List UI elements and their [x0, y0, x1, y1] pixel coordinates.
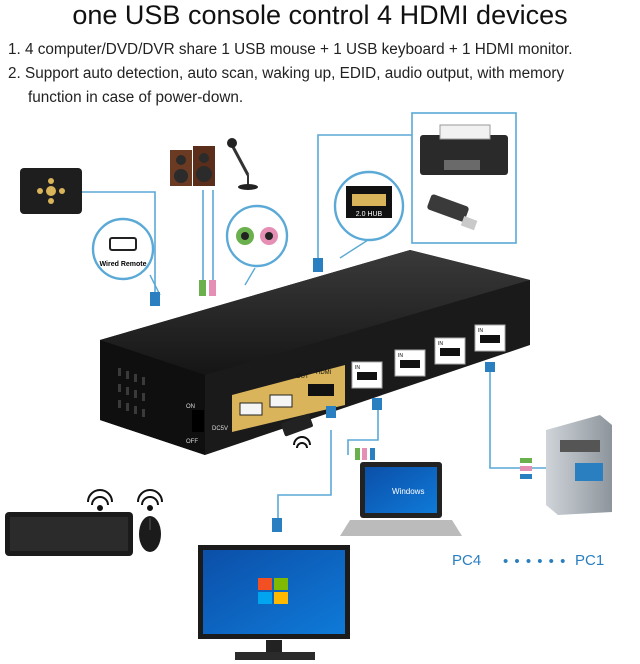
svg-text:OUT: OUT — [296, 374, 309, 380]
cable-remote — [82, 191, 156, 300]
keyboard-icon — [5, 512, 133, 556]
cable-pc4 — [347, 400, 379, 455]
cable-monitor — [277, 430, 332, 530]
usb-hub-callout: 2.0 HUB — [333, 170, 405, 242]
usb-stick-icon — [427, 194, 478, 231]
cables — [82, 134, 548, 530]
pc1-label: PC1 — [575, 552, 605, 569]
speaker-icon — [170, 146, 215, 186]
vents — [118, 368, 145, 417]
svg-text:IN: IN — [438, 341, 443, 347]
wifi-icon — [87, 489, 163, 511]
usb-hub-label: 2.0 HUB — [356, 211, 383, 218]
hdmi-in-ports: IN IN IN IN — [351, 324, 506, 389]
wired-remote-icon — [20, 168, 82, 214]
wired-remote-label: Wired Remote — [99, 261, 146, 268]
rgb-connectors — [355, 448, 532, 479]
feature-number: 1. — [8, 41, 21, 58]
pc4-label: PC4 — [452, 552, 482, 569]
feature-item: 1. 4 computer/DVD/DVR share 1 USB mouse … — [8, 38, 636, 62]
svg-text:OFF: OFF — [186, 439, 198, 445]
laptop-icon: Windows — [340, 462, 462, 536]
feature-item: 2. Support auto detection, auto scan, wa… — [8, 62, 636, 86]
cable-hub — [317, 134, 412, 262]
feature-number: 2. — [8, 65, 21, 82]
tower-pc-icon — [546, 415, 612, 515]
audio-plugs — [199, 280, 216, 296]
microphone-icon — [227, 138, 258, 190]
svg-text:IN: IN — [478, 328, 483, 334]
plug-connectors — [150, 258, 495, 532]
power-switch — [192, 410, 204, 432]
audio-callout — [225, 204, 289, 268]
mouse-icon — [139, 516, 161, 552]
callout-lines — [149, 239, 369, 296]
wired-remote-callout: Wired Remote — [91, 217, 155, 281]
feature-continuation: function in case of power-down. — [28, 89, 244, 106]
peripheral-box — [411, 112, 517, 244]
svg-text:ON: ON — [186, 404, 195, 410]
page-title: one USB console control 4 HDMI devices — [72, 0, 568, 30]
feature-text: 4 computer/DVD/DVR share 1 USB mouse + 1… — [25, 41, 573, 58]
wireless-dongle-icon — [281, 413, 313, 449]
dots-separator: • • • • • • — [503, 553, 567, 570]
feature-text: Support auto detection, auto scan, wakin… — [25, 65, 565, 82]
svg-text:HDMI: HDMI — [316, 370, 332, 376]
kvm-switch: OFF ON DC5V OUT HDMI IN IN IN IN — [100, 250, 530, 455]
cable-pc1 — [489, 372, 548, 469]
feature-list: 1. 4 computer/DVD/DVR share 1 USB mouse … — [8, 38, 636, 110]
svg-text:DC5V: DC5V — [212, 426, 228, 432]
printer-icon — [420, 124, 508, 175]
windows-logo-icon — [258, 578, 288, 604]
monitor-icon — [198, 545, 350, 660]
svg-text:IN: IN — [355, 365, 360, 371]
svg-text:Windows: Windows — [392, 487, 424, 496]
svg-text:IN: IN — [398, 353, 403, 359]
